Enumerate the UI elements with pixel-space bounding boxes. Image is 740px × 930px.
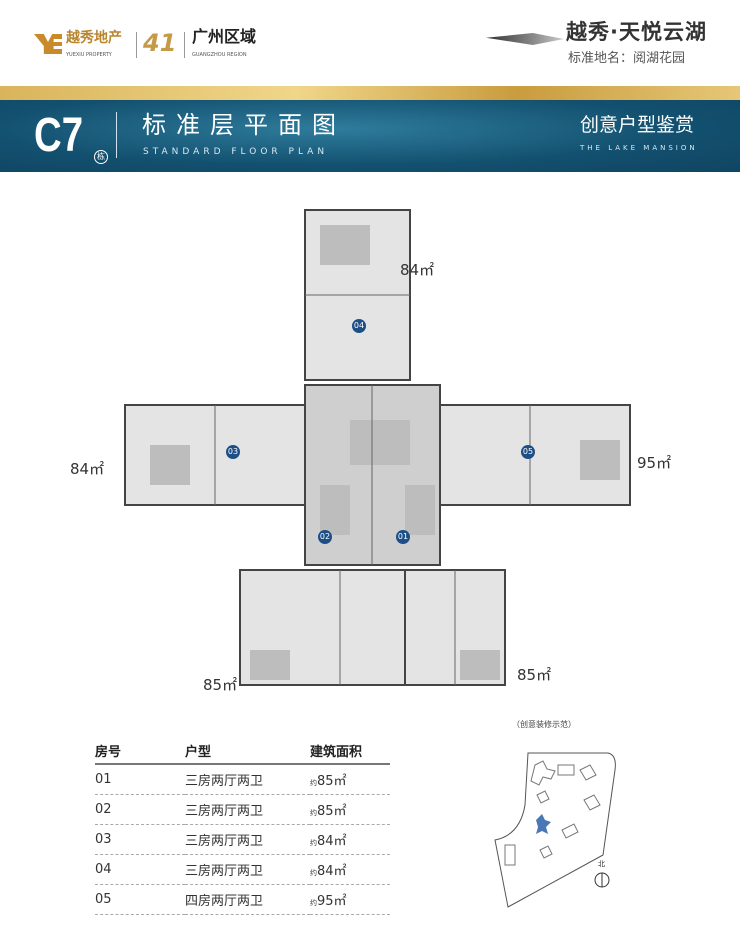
banner-slogan-en: THE LAKE MANSION xyxy=(580,144,698,152)
divider xyxy=(184,32,185,58)
project-name: 越秀·天悦云湖 xyxy=(566,20,707,44)
brand-name: 越秀地产 xyxy=(66,30,122,46)
divider xyxy=(136,32,137,58)
sitemap-caption: （创意装修示范） xyxy=(512,720,576,729)
col-header: 建筑面积 xyxy=(310,738,390,765)
unit-badge: 04 xyxy=(352,319,366,333)
unit-area-label: 95㎡ xyxy=(637,454,672,472)
region-name: 广州区域 xyxy=(192,27,257,46)
table-header: 房号 户型 建筑面积 xyxy=(95,738,390,765)
region-name-en: GUANGZHOU REGION xyxy=(192,52,247,58)
unit-area-label: 85㎡ xyxy=(517,666,552,684)
divider xyxy=(116,112,117,158)
brand-name-en: YUEXIU PROPERTY xyxy=(66,52,112,58)
unit-area-label: 84㎡ xyxy=(400,261,435,279)
unit-area-label: 84㎡ xyxy=(70,460,105,478)
north-label: 北 xyxy=(598,860,605,868)
unit-badge: 03 xyxy=(226,445,240,459)
unit-badge: 02 xyxy=(318,530,332,544)
floor-plan xyxy=(124,209,631,686)
building-c7-marker xyxy=(536,814,551,834)
banner-title: 标准层平面图 xyxy=(142,111,346,139)
building-number: C7 xyxy=(34,109,84,162)
building-suffix: 栋 xyxy=(94,150,108,164)
title-banner xyxy=(0,100,740,172)
unit-area-label: 85㎡ xyxy=(203,676,238,694)
site-map xyxy=(494,752,616,908)
banner-title-en: STANDARD FLOOR PLAN xyxy=(143,147,329,157)
col-header: 户型 xyxy=(185,738,310,765)
banner-slogan: 创意户型鉴赏 xyxy=(580,114,695,136)
col-header: 房号 xyxy=(95,738,185,765)
gold-strip xyxy=(0,86,740,100)
project-logo-icon xyxy=(486,33,564,45)
yuexiu-logo-icon xyxy=(34,34,62,54)
standard-name: 标准地名：阅湖花园 xyxy=(568,51,686,66)
unit-badge: 01 xyxy=(396,530,410,544)
unit-badge: 05 xyxy=(521,445,535,459)
anniversary-logo: 41 xyxy=(143,29,177,57)
